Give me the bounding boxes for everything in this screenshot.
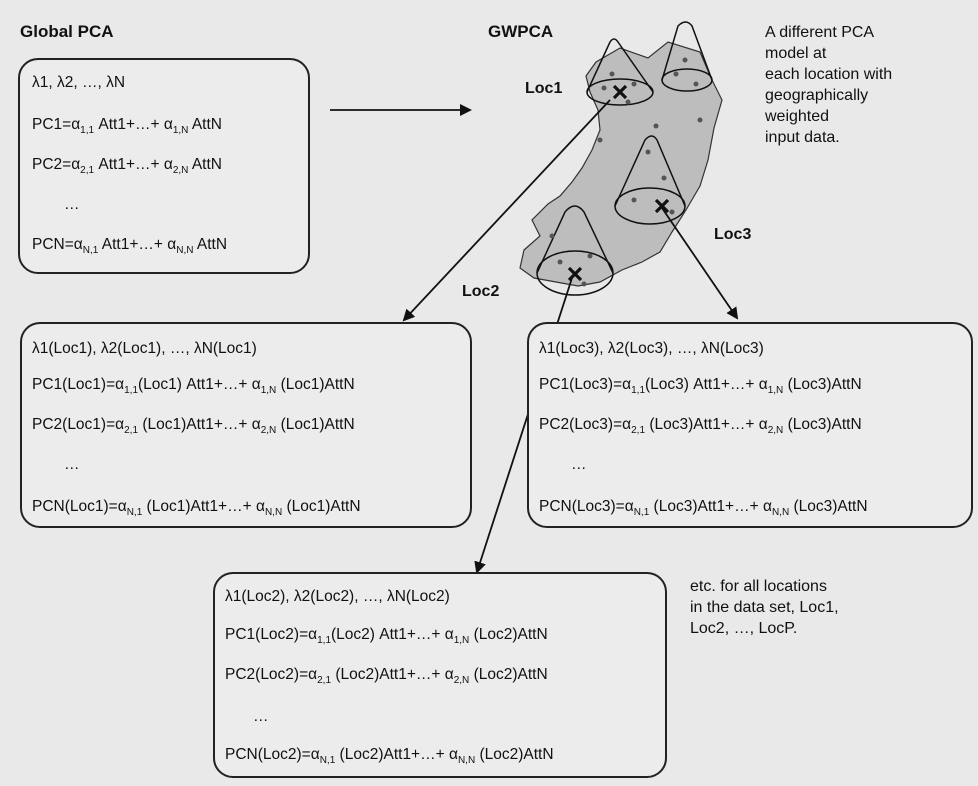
bottom-right-note: etc. for all locations in the data set, … xyxy=(690,576,839,639)
note-line: Loc2, …, LocP. xyxy=(690,620,798,637)
note-line: model at xyxy=(765,45,827,62)
pcn-equation: PCN=αN,1 Att1+…+ αN,N AttN xyxy=(32,236,228,256)
global-pca-heading: Global PCA xyxy=(20,22,114,41)
note-line: weighted xyxy=(765,108,830,125)
loc3-label: Loc3 xyxy=(714,226,752,243)
pc2-equation: PC2(Loc3)=α2,1 (Loc3)Att1+…+ α2,N (Loc3)… xyxy=(539,416,862,436)
cone-kernel-loc2 xyxy=(536,205,614,296)
pc1-equation: PC1(Loc2)=α1,1(Loc2) Att1+…+ α1,N (Loc2)… xyxy=(225,626,548,646)
x-mark-icon xyxy=(567,84,670,282)
note-line: geographically xyxy=(765,87,869,104)
note-line: etc. for all locations xyxy=(690,578,827,595)
note-line: A different PCA xyxy=(765,24,875,41)
pc2-equation: PC2(Loc2)=α2,1 (Loc2)Att1+…+ α2,N (Loc2)… xyxy=(225,666,548,686)
cone-kernel-loc1 xyxy=(586,38,654,106)
eigen-line: λ1(Loc2), λ2(Loc2), …, λN(Loc2) xyxy=(225,588,450,605)
loc3-box: λ1(Loc3), λ2(Loc3), …, λN(Loc3) PC1(Loc3… xyxy=(527,322,973,528)
pcn-equation: PCN(Loc3)=αN,1 (Loc3)Att1+…+ αN,N (Loc3)… xyxy=(539,498,868,518)
cone-kernel-extra xyxy=(661,21,713,92)
loc2-label: Loc2 xyxy=(462,283,500,300)
ellipsis: … xyxy=(64,196,80,213)
pcn-equation: PCN(Loc2)=αN,1 (Loc2)Att1+…+ αN,N (Loc2)… xyxy=(225,746,554,766)
data-points xyxy=(549,57,703,287)
pc2-equation: PC2=α2,1 Att1+…+ α2,N AttN xyxy=(32,156,222,176)
pc1-equation: PC1(Loc1)=α1,1(Loc1) Att1+…+ α1,N (Loc1)… xyxy=(32,376,355,396)
note-line: each location with xyxy=(765,66,893,83)
ellipsis: … xyxy=(64,456,80,473)
eigen-line: λ1, λ2, …, λN xyxy=(32,74,126,91)
cone-kernel-loc3 xyxy=(614,135,686,225)
ireland-map xyxy=(519,41,723,287)
eigen-line: λ1(Loc3), λ2(Loc3), …, λN(Loc3) xyxy=(539,340,764,357)
ellipsis: … xyxy=(571,456,587,473)
top-right-note: A different PCA model at each location w… xyxy=(765,22,892,148)
gwpca-heading: GWPCA xyxy=(488,22,554,41)
loc1-label: Loc1 xyxy=(525,80,563,97)
loc2-box: λ1(Loc2), λ2(Loc2), …, λN(Loc2) PC1(Loc2… xyxy=(213,572,667,778)
pc1-equation: PC1=α1,1 Att1+…+ α1,N AttN xyxy=(32,116,222,136)
pc1-equation: PC1(Loc3)=α1,1(Loc3) Att1+…+ α1,N (Loc3)… xyxy=(539,376,862,396)
ellipsis: … xyxy=(253,708,269,725)
eigen-line: λ1(Loc1), λ2(Loc1), …, λN(Loc1) xyxy=(32,340,257,357)
pcn-equation: PCN(Loc1)=αN,1 (Loc1)Att1+…+ αN,N (Loc1)… xyxy=(32,498,361,518)
pc2-equation: PC2(Loc1)=α2,1 (Loc1)Att1+…+ α2,N (Loc1)… xyxy=(32,416,355,436)
note-line: input data. xyxy=(765,129,840,146)
global-pca-box: λ1, λ2, …, λN PC1=α1,1 Att1+…+ α1,N AttN… xyxy=(18,58,310,274)
note-line: in the data set, Loc1, xyxy=(690,599,839,616)
loc1-box: λ1(Loc1), λ2(Loc1), …, λN(Loc1) PC1(Loc1… xyxy=(20,322,472,528)
